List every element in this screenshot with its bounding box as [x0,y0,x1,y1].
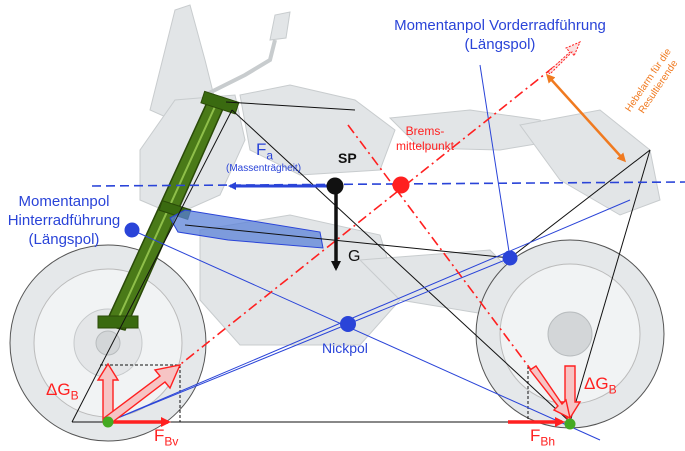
handlebar [204,39,277,97]
front-pole-label-line1: Momentanpol Vorderradführung [394,17,606,34]
dgb-right-sub: B [608,382,617,397]
fbh-main: F [530,426,541,445]
fork-bottom-clamp [97,315,139,329]
front-pole-label: Momentanpol Vorderradführung (Längspol) [360,16,640,54]
load-arrows [96,362,582,425]
fa-label-sub: a [266,148,274,163]
brake-center-label-line1: Brems- [405,124,445,138]
lever-arm-arrow [545,73,627,163]
dgb-left-label: ΔGB [46,380,79,402]
fa-label-main: F [256,140,267,159]
construction-lines [71,101,651,423]
fork-top-clamp [200,90,240,115]
brake-center-point [392,176,410,194]
nickpol-point [340,316,356,332]
resultant-extension-arrow [547,41,581,75]
front-pole-point [502,250,518,266]
g-label: G [348,248,361,265]
sp-label: SP [338,150,357,166]
engine-block [199,214,401,346]
fa-note: (Massenträgheit) [226,163,302,174]
rear-contact-point [564,418,576,430]
fbh-sub: Bh [540,434,556,449]
rear-pole-label-line1: Momentanpol [18,193,110,210]
fbv-main: F [154,426,165,445]
rear-pole-label: Momentanpol Hinterradführung (Längspol) [0,192,128,249]
front-resultant-arrow [102,364,182,425]
brake-center-label-line2: mittelpunkt [395,139,455,153]
sp-point [326,177,344,195]
rear-pole-label-line3: (Längspol) [28,231,100,248]
front-pole-label-line2: (Längspol) [464,36,536,53]
pole-lines [107,64,631,441]
dgb-right-main: ΔG [584,374,609,393]
dgb-right-label: ΔGB [584,374,617,396]
nickpol-label: Nickpol [322,340,368,356]
rear-pole-label-line2: Hinterradführung [7,212,121,229]
mirror [269,11,291,41]
telelever-arm [169,209,324,249]
front-contact-point [102,416,114,428]
brake-center-label: Brems- mittelpunkt [382,124,468,154]
motorcycle-silhouette [139,4,661,346]
dgb-left-sub: B [70,388,79,403]
fbv-label: FBv [154,426,178,448]
cog-height-line [91,181,685,187]
fa-label: Fa [256,140,273,162]
front-wheel [9,244,207,442]
front-fork [97,90,240,331]
rear-pole-point [124,222,140,238]
dgb-left-main: ΔG [46,380,71,399]
fbh-label: FBh [530,426,555,448]
rear-resultant-arrow [528,365,572,420]
points [102,176,576,430]
fbv-sub: Bv [164,434,179,449]
